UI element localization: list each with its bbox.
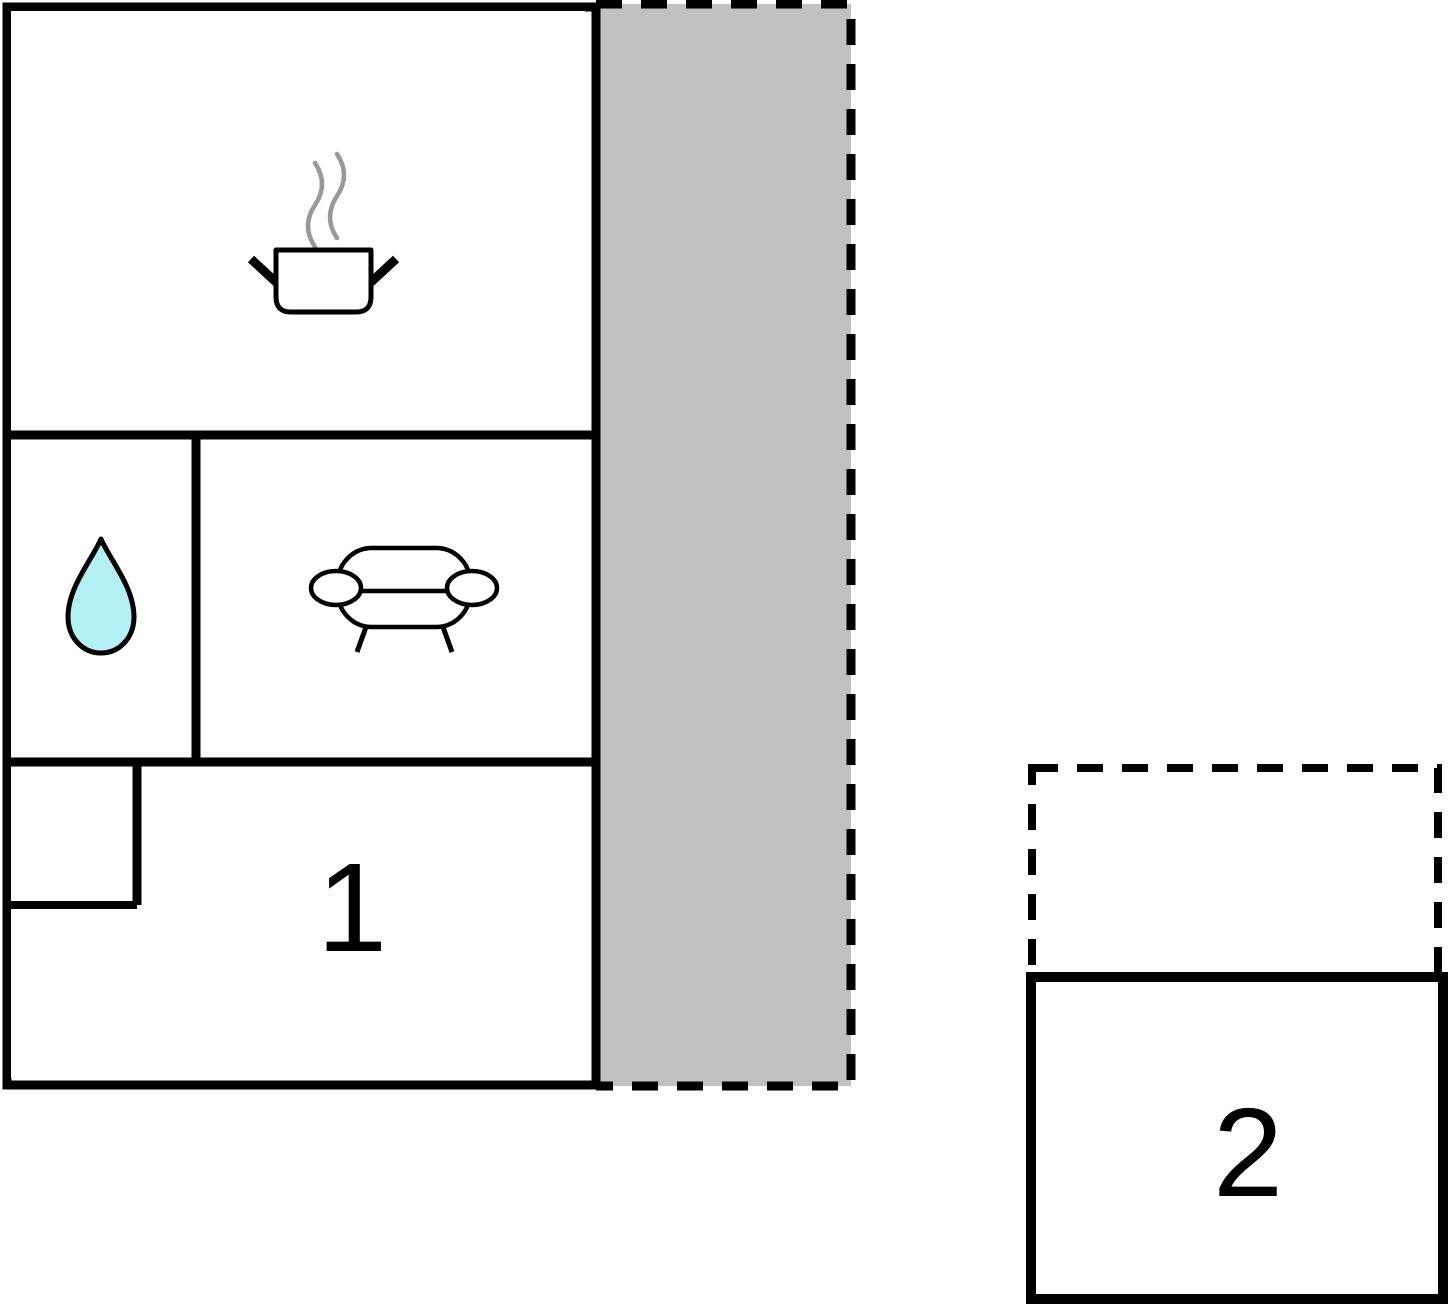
cooking-pot-icon xyxy=(247,151,400,315)
water-drop-icon xyxy=(65,536,137,656)
kitchen-area xyxy=(11,11,585,431)
room-1-label: 1 xyxy=(317,837,387,978)
sofa-leg-right xyxy=(440,626,455,653)
sofa-leg-left xyxy=(354,626,369,653)
sofa-icon xyxy=(308,545,500,653)
unit-1: 1 xyxy=(2,0,856,1091)
terrace-area-unit-1 xyxy=(596,4,851,1086)
terrace-area-unit-2 xyxy=(1028,764,1442,982)
unit-2: 2 xyxy=(1026,764,1448,1304)
sofa-armrest-right xyxy=(444,568,500,608)
unit-2-outline xyxy=(1026,972,1448,1304)
sofa-armrest-left xyxy=(308,568,364,608)
steam-line-right xyxy=(327,151,347,241)
room-2-label: 2 xyxy=(1213,1082,1283,1223)
pot-body xyxy=(273,247,374,315)
steam-line-left xyxy=(305,160,325,250)
terrace-dashed-border-unit-1 xyxy=(596,0,856,1091)
entrance-area xyxy=(11,766,133,901)
